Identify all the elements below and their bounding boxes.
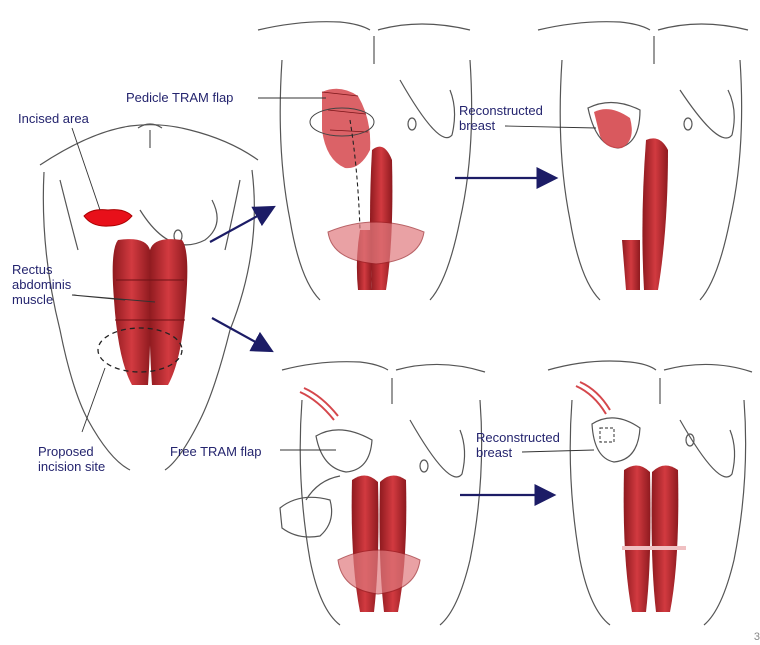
rectus-muscle-result-top (622, 138, 668, 290)
label-rectus-line2: abdominis (12, 277, 71, 292)
arrow-to-pedicle (210, 208, 272, 242)
corner-mark: 3 (754, 631, 760, 643)
rectus-muscle-result-bottom (622, 465, 686, 612)
incised-area-shape (84, 210, 132, 226)
label-rectus-abdominis: Rectus abdominis muscle (12, 262, 71, 307)
arrow-to-free (212, 318, 270, 350)
free-result-vessels (576, 382, 610, 414)
label-rectus-line3: muscle (12, 292, 71, 307)
label-reconstructed-top-line2: breast (459, 118, 543, 133)
label-proposed-incision: Proposed incision site (38, 444, 105, 474)
label-rectus-line1: Rectus (12, 262, 71, 277)
label-incised-area: Incised area (18, 111, 89, 126)
donor-site-free (338, 550, 420, 594)
label-reconstructed-bottom-line1: Reconstructed (476, 430, 560, 445)
label-reconstructed-top-line1: Reconstructed (459, 103, 543, 118)
label-reconstructed-breast-top: Reconstructed breast (459, 103, 543, 133)
rectus-muscle-preop (113, 239, 188, 385)
rectus-muscle-pedicle (357, 147, 393, 290)
reconstructed-flap-top (594, 109, 632, 148)
label-pedicle-tram-flap: Pedicle TRAM flap (126, 90, 233, 105)
pedicle-flap (310, 89, 374, 168)
label-reconstructed-bottom-line2: breast (476, 445, 560, 460)
label-free-tram-flap: Free TRAM flap (170, 444, 262, 459)
label-proposed-line2: incision site (38, 459, 105, 474)
label-proposed-line1: Proposed (38, 444, 105, 459)
free-flap-vessels (300, 388, 338, 420)
label-reconstructed-breast-bottom: Reconstructed breast (476, 430, 560, 460)
donor-site-pedicle (328, 222, 424, 264)
